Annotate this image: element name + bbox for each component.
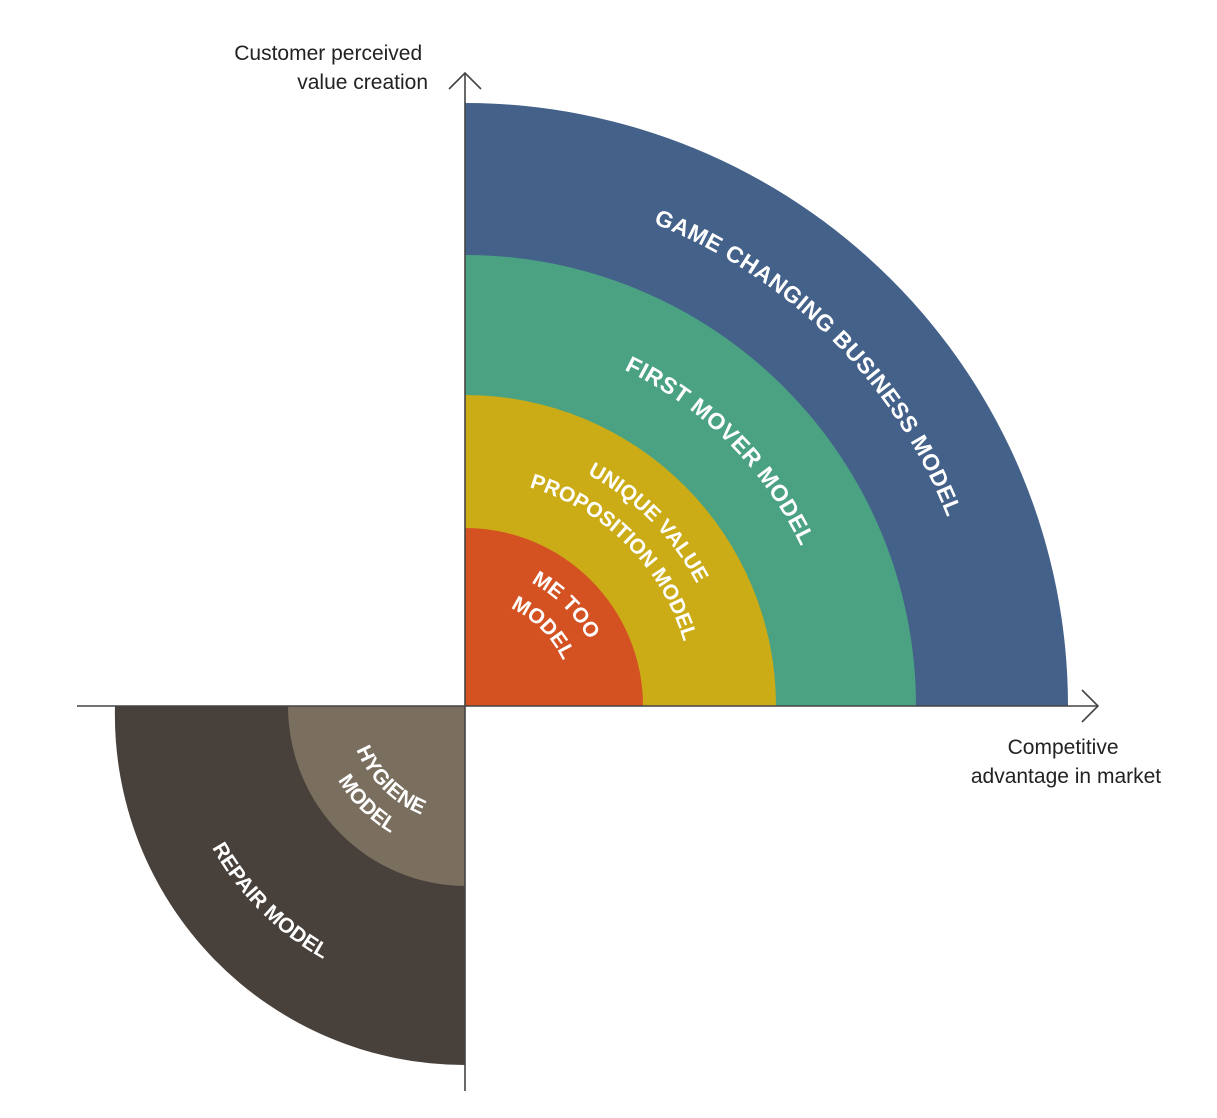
y-axis-arrow-icon — [448, 71, 482, 90]
y-axis-label-line: value creation — [297, 71, 428, 94]
y-axis-label: Customer perceived value creation — [234, 42, 428, 94]
axes — [77, 71, 1100, 1091]
x-axis-arrow-icon — [1081, 689, 1100, 723]
band-hygiene — [288, 706, 465, 886]
y-axis-label-line: Customer perceived — [234, 42, 422, 65]
x-axis-label-line: advantage in market — [971, 765, 1161, 788]
x-axis-label: Competitive advantage in market — [971, 736, 1161, 788]
band-me-too — [465, 528, 643, 706]
x-axis-label-line: Competitive — [1008, 736, 1119, 759]
